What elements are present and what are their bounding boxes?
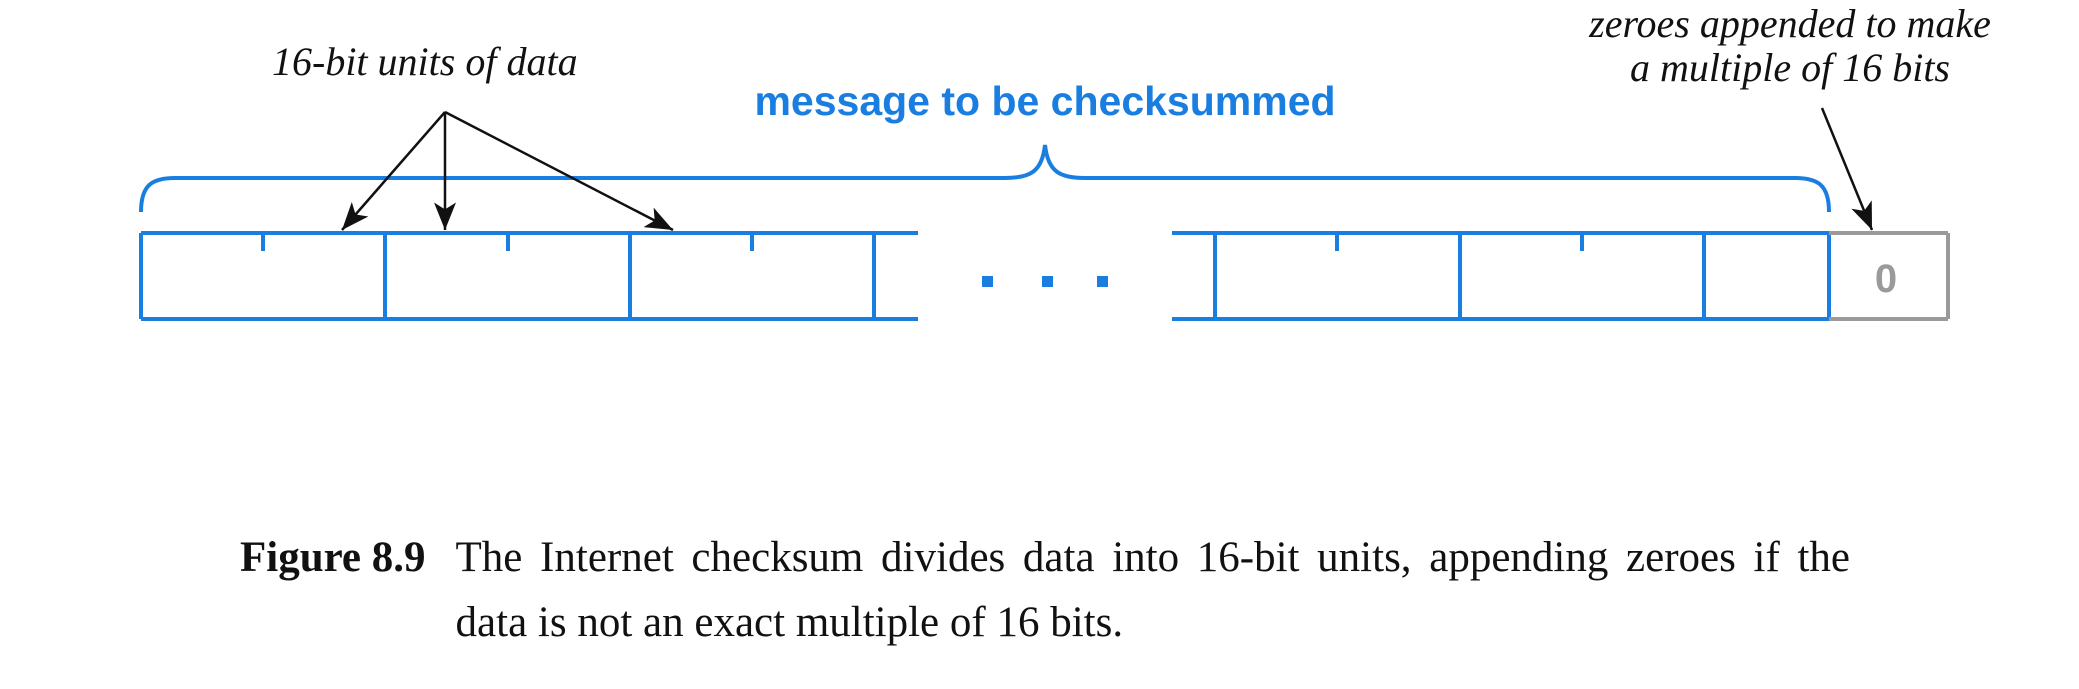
padding-box bbox=[1829, 231, 1950, 321]
figure-caption: Figure 8.9 The Internet checksum divides… bbox=[240, 526, 1850, 655]
arrow-zero-padding bbox=[1820, 107, 1874, 231]
padding-zero-label: 0 bbox=[1874, 257, 1898, 301]
message-brace bbox=[139, 144, 1831, 213]
zeroes-annotation-line-2: a multiple of 16 bits bbox=[1630, 45, 1950, 90]
zeroes-annotation: zeroes appended to make a multiple of 16… bbox=[1540, 2, 2040, 90]
arrow-unit-3 bbox=[444, 110, 674, 232]
message-units-left bbox=[139, 231, 918, 321]
message-label: message to be checksummed bbox=[754, 78, 1336, 124]
ellipsis-dots bbox=[982, 276, 1108, 287]
message-units-right bbox=[1172, 231, 1831, 321]
caption-number: Figure 8.9 bbox=[240, 534, 426, 581]
units-annotation: 16-bit units of data bbox=[272, 39, 578, 84]
units-arrows bbox=[341, 110, 674, 232]
arrow-unit-1 bbox=[341, 111, 446, 231]
caption-text: The Internet checksum divides data into … bbox=[455, 534, 1850, 646]
zeroes-annotation-line-1: zeroes appended to make bbox=[1589, 1, 1991, 46]
